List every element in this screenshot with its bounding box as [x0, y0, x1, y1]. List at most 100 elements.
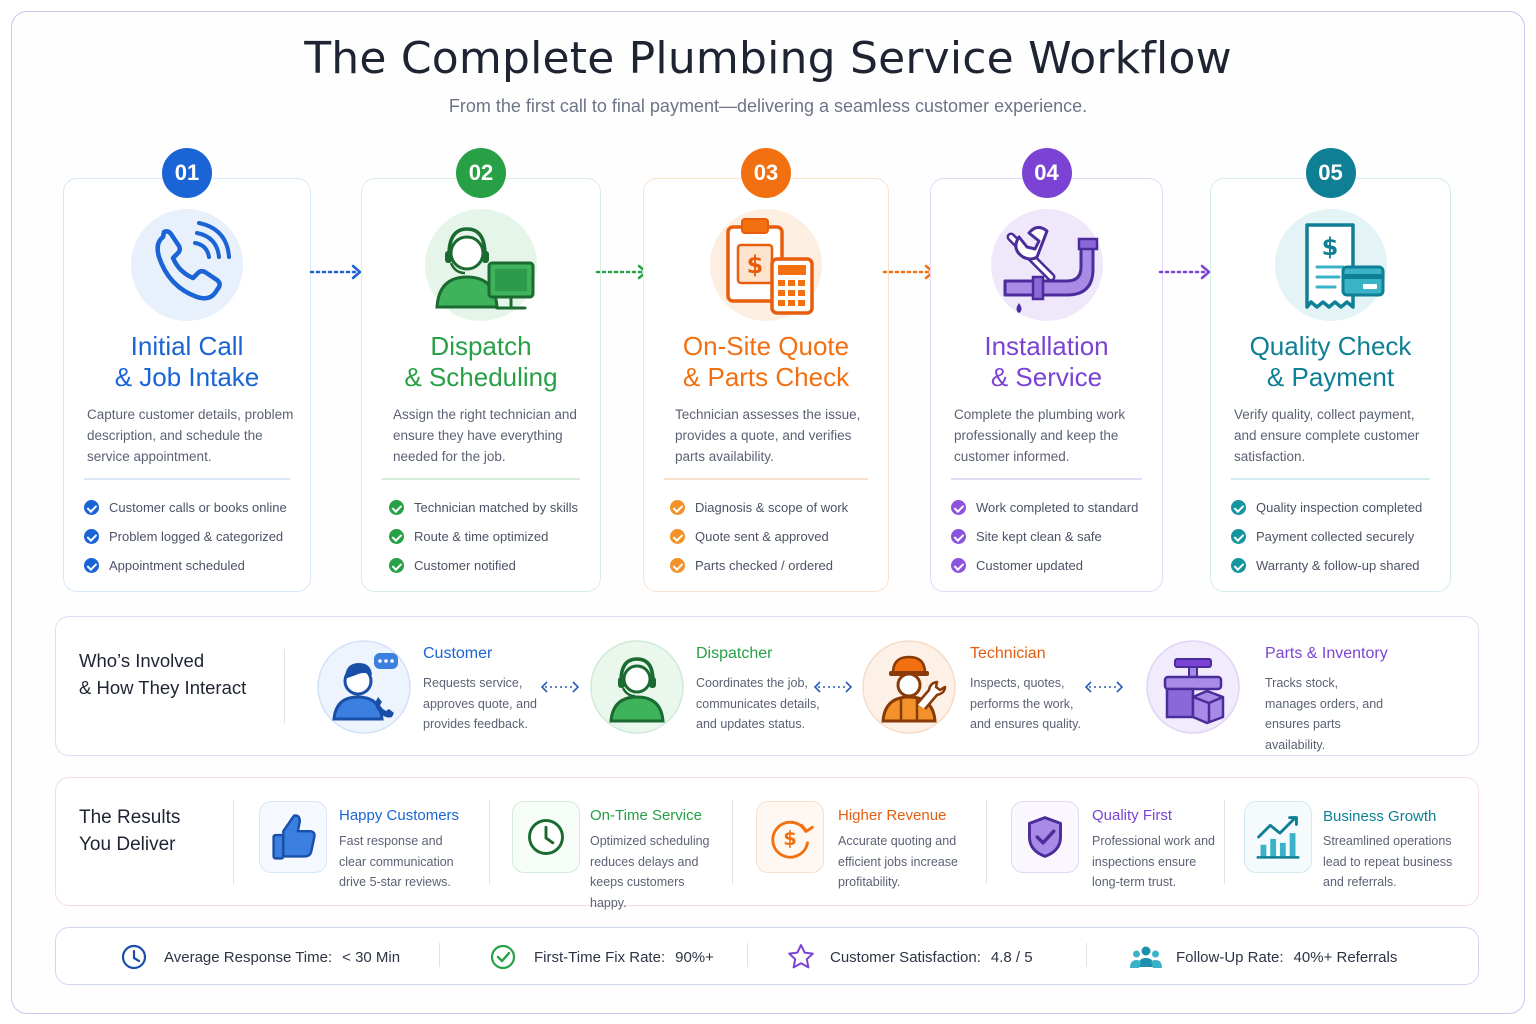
whos-involved-panel: Who’s Involved & How They Interact Custo…: [55, 616, 1479, 756]
check-circle-icon: [490, 944, 516, 970]
clock-icon: [512, 801, 580, 873]
involved-heading: Who’s Involved & How They Interact: [79, 647, 246, 701]
step-title: Initial Call & Job Intake: [64, 331, 310, 393]
stat-response-time: Average Response Time: < 30 Min: [121, 944, 400, 970]
check-icon: [84, 529, 99, 544]
results-heading-line1: The Results: [79, 807, 181, 828]
stat-label: Average Response Time:: [164, 948, 333, 966]
stat-first-time-fix: First-Time Fix Rate: 90%+: [490, 944, 714, 970]
dispatcher-headset-icon: [425, 209, 537, 321]
stat-label: Customer Satisfaction:: [830, 948, 981, 966]
divider: [732, 800, 733, 884]
divider: [1224, 800, 1225, 884]
stat-customer-satisfaction: Customer Satisfaction: 4.8 / 5: [787, 944, 1033, 969]
check-icon: [951, 558, 966, 573]
check-item: Diagnosis & scope of work: [670, 493, 878, 522]
results-heading-line2: You Deliver: [79, 834, 176, 855]
role-name-parts-inventory: Parts & Inventory: [1265, 645, 1388, 662]
check-item: Quality inspection completed: [1231, 493, 1440, 522]
check-icon: [1231, 529, 1246, 544]
step-checklist: Technician matched by skills Route & tim…: [389, 493, 590, 580]
check-icon: [670, 529, 685, 544]
step-card-quality-payment: 05 $ Quality Check & Payment Verify qual…: [1210, 148, 1451, 592]
growth-chart-icon: [1244, 801, 1312, 873]
results-heading: The Results You Deliver: [79, 804, 180, 858]
result-desc: Fast response and clear communication dr…: [339, 834, 454, 889]
role-name-dispatcher: Dispatcher: [696, 645, 773, 662]
technician-icon: [862, 640, 956, 734]
check-item: Customer calls or books online: [84, 493, 300, 522]
interaction-arrow-icon: [540, 681, 580, 693]
check-icon: [389, 500, 404, 515]
result-name: Business Growth: [1323, 808, 1437, 825]
page-title: The Complete Plumbing Service Workflow: [304, 33, 1232, 84]
check-label: Problem logged & categorized: [109, 529, 284, 544]
people-icon: [1130, 946, 1162, 968]
check-label: Work completed to standard: [976, 500, 1139, 515]
involved-heading-line2: & How They Interact: [79, 677, 247, 698]
clock-icon: [121, 944, 147, 970]
step-title-line1: Installation: [984, 331, 1109, 361]
flow-arrow-icon: [309, 264, 362, 280]
check-label: Route & time optimized: [414, 529, 549, 544]
star-icon: [788, 944, 814, 969]
divider: [284, 649, 285, 723]
check-icon: [389, 529, 404, 544]
inventory-icon: [1146, 640, 1240, 734]
check-item: Site kept clean & safe: [951, 522, 1152, 551]
step-card-installation: 04 Installation & Service Complete the p…: [930, 148, 1163, 592]
step-title: Installation & Service: [931, 331, 1162, 393]
check-label: Warranty & follow-up shared: [1256, 558, 1420, 573]
check-item: Appointment scheduled: [84, 551, 300, 580]
check-label: Technician matched by skills: [414, 500, 579, 515]
divider: [382, 478, 580, 480]
check-label: Appointment scheduled: [109, 558, 245, 573]
step-card-initial-call: 01 Initial Call & Job Intake Capture cus…: [63, 148, 311, 592]
results-panel: The Results You Deliver Happy Customers …: [55, 777, 1479, 910]
stat-value: 4.8 / 5: [990, 948, 1033, 966]
check-label: Diagnosis & scope of work: [695, 500, 849, 515]
step-title-line1: On-Site Quote: [682, 331, 850, 361]
step-title-line2: & Parts Check: [682, 362, 850, 392]
divider: [664, 478, 868, 480]
page-subtitle: From the first call to final payment—del…: [448, 96, 1088, 116]
role-name-customer: Customer: [423, 645, 493, 662]
step-title-line2: & Payment: [1266, 362, 1395, 392]
stat-label: First-Time Fix Rate:: [534, 948, 666, 966]
check-item: Quote sent & approved: [670, 522, 878, 551]
result-desc: Professional work and inspections ensure…: [1092, 834, 1215, 889]
result-desc: Accurate quoting and efficient jobs incr…: [838, 834, 958, 889]
check-label: Quote sent & approved: [695, 529, 829, 544]
check-label: Site kept clean & safe: [976, 529, 1102, 544]
check-item: Technician matched by skills: [389, 493, 590, 522]
interaction-arrow-icon: [813, 681, 853, 693]
step-card-dispatch: 02 Dispatch & Scheduling Assign the righ…: [361, 148, 601, 592]
result-desc: Optimized scheduling reduces delays and …: [590, 834, 710, 910]
step-card-onsite-quote: 03 $ On-Site Quote & Parts Check Technic…: [643, 148, 889, 592]
divider: [489, 800, 490, 884]
step-number-badge: 05: [1305, 148, 1356, 198]
check-icon: [951, 529, 966, 544]
check-icon: [84, 500, 99, 515]
step-title-line2: & Service: [990, 362, 1103, 392]
stats-bar: [55, 927, 1479, 985]
role-desc-customer: Requests service, approves quote, and pr…: [423, 676, 537, 731]
divider: [951, 478, 1142, 480]
result-desc: Streamlined operations lead to repeat bu…: [1323, 834, 1453, 889]
step-title-line2: & Job Intake: [114, 362, 260, 392]
step-number-badge: 04: [1021, 148, 1072, 198]
step-description: Complete the plumbing work professionall…: [954, 407, 1126, 464]
check-item: Parts checked / ordered: [670, 551, 878, 580]
stat-value: 90%+: [675, 948, 714, 966]
role-desc-parts-inventory: Tracks stock, manages orders, and ensure…: [1265, 676, 1384, 752]
check-item: Work completed to standard: [951, 493, 1152, 522]
check-icon: [670, 558, 685, 573]
check-item: Payment collected securely: [1231, 522, 1440, 551]
divider: [233, 800, 234, 884]
role-name-technician: Technician: [970, 645, 1046, 662]
check-icon: [1231, 558, 1246, 573]
step-title-line1: Dispatch: [430, 331, 532, 361]
step-number-badge: 03: [741, 148, 791, 198]
check-item: Customer updated: [951, 551, 1152, 580]
check-icon: [670, 500, 685, 515]
